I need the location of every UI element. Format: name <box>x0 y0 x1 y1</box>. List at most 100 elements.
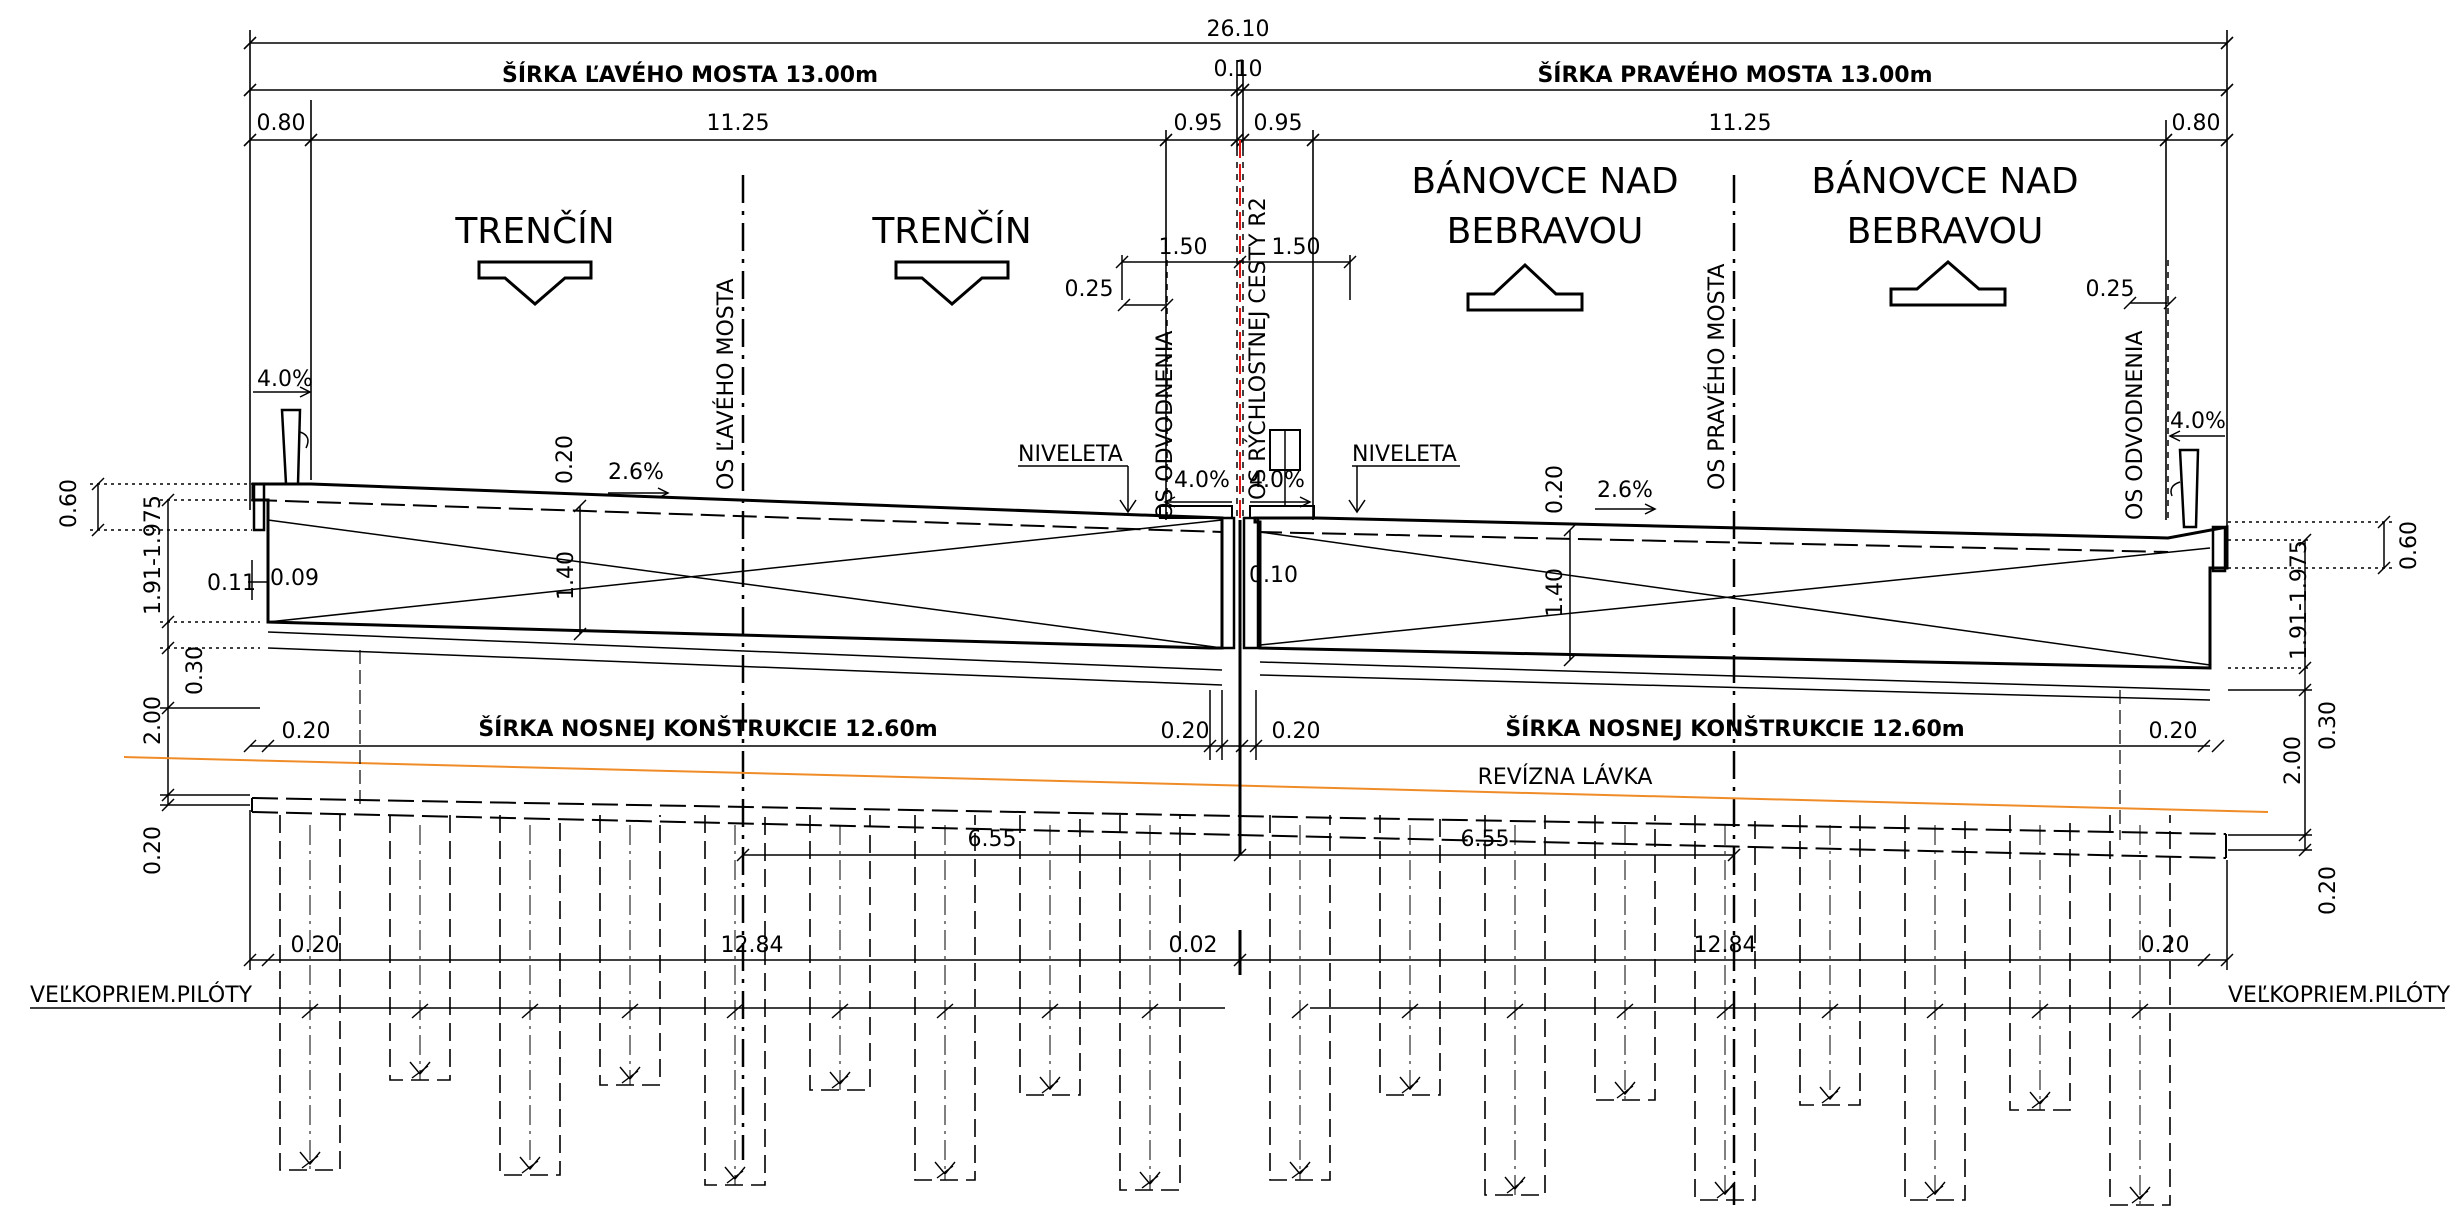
direction-label-banovce-1b: BEBRAVOU <box>1447 211 1644 252</box>
girder-depth-right: 1.40 <box>1543 568 1568 617</box>
drain-offset-right-dim: 0.25 <box>2086 277 2135 302</box>
pile-shaft <box>809 815 871 1091</box>
axis-label-road: OS RÝCHLOSTNEJ CESTY R2 <box>1245 197 1271 500</box>
pile-toe-marker <box>409 1061 431 1079</box>
overall-width-dim: 26.10 <box>1207 17 1270 42</box>
left-main-dim: 11.25 <box>707 111 770 136</box>
pile-group <box>279 815 2171 1206</box>
pile-level-tick <box>301 1003 319 1019</box>
deck-right-edge-dim: 0.20 <box>2149 719 2198 744</box>
axis-label-drain-right: OS ODVODNENIA <box>2123 331 2148 520</box>
deck-right-inner-dim: 0.20 <box>1272 719 1321 744</box>
right-main-dim: 11.25 <box>1709 111 1772 136</box>
dim-030-right: 0.30 <box>2316 701 2341 750</box>
pile-shaft <box>2009 815 2071 1111</box>
deck-width-right-label: ŠÍRKA NOSNEJ KONŠTRUKCIE 12.60m <box>1505 716 1964 742</box>
pile-shaft <box>1904 815 1966 1201</box>
depth-range-left: 1.91-1.975 <box>141 495 166 615</box>
cross-slope-right: 2.6% <box>1597 478 1653 503</box>
deck-left-edge-dim: 0.20 <box>282 719 331 744</box>
direction-label-banovce-2a: BÁNOVCE NAD <box>1811 160 2078 202</box>
cap-height-right: 0.60 <box>2397 521 2422 570</box>
pile-toe-marker <box>2029 1091 2051 1109</box>
deck-left-inner-dim: 0.20 <box>1161 719 1210 744</box>
pile-toe-marker <box>724 1166 746 1184</box>
left-inner-dim: 0.95 <box>1174 111 1223 136</box>
right-bridge-width-label: ŠÍRKA PRAVÉHO MOSTA 13.00m <box>1537 62 1932 88</box>
piles-label-right: VEĽKOPRIEM.PILÓTY <box>2228 982 2451 1008</box>
arrow-up-icon <box>1466 262 1584 312</box>
pile-level-tick <box>1716 1003 1734 1019</box>
right-edge-dim: 0.80 <box>2172 111 2221 136</box>
axis-label-right-bridge: OS PRAVÉHO MOSTA <box>1704 264 1730 490</box>
pile-level-tick <box>411 1003 429 1019</box>
pile-level-tick <box>1616 1003 1634 1019</box>
pile-shaft <box>1799 815 1861 1106</box>
piles-label-left: VEĽKOPRIEM.PILÓTY <box>30 982 253 1008</box>
left-bridge-deck <box>251 408 1236 686</box>
pile-level-tick <box>1141 1003 1159 1019</box>
pile-level-tick <box>2031 1003 2049 1019</box>
pile-level-tick <box>936 1003 954 1019</box>
bottom-center-dim: 0.02 <box>1169 933 1218 958</box>
pile-toe-marker <box>1399 1076 1421 1094</box>
pile-level-tick <box>621 1003 639 1019</box>
slope-left-outer: 4.0% <box>257 367 313 392</box>
direction-label-trencin-1: TRENČÍN <box>454 210 614 252</box>
left-bridge-width-label: ŠÍRKA ĽAVÉHO MOSTA 13.00m <box>502 62 878 88</box>
pile-toe-marker <box>1289 1161 1311 1179</box>
pile-shaft <box>1019 815 1081 1096</box>
pile-shaft <box>1594 815 1656 1101</box>
axis-label-left-bridge: OS ĽAVÉHO MOSTA <box>713 278 739 490</box>
gap-dim: 0.10 <box>1214 57 1263 82</box>
pile-toe-marker <box>1924 1181 1946 1199</box>
arrow-down-icon <box>477 260 593 306</box>
pile-toe-marker <box>1504 1176 1526 1194</box>
direction-label-banovce-1a: BÁNOVCE NAD <box>1411 160 1678 202</box>
drain-offset-left-dim: 0.25 <box>1065 277 1114 302</box>
pile-level-tick <box>1291 1003 1309 1019</box>
pile-level-tick <box>1506 1003 1524 1019</box>
direction-label-banovce-2b: BEBRAVOU <box>1847 211 2044 252</box>
dim-200-right: 2.00 <box>2281 736 2306 785</box>
pile-level-tick <box>521 1003 539 1019</box>
pile-level-tick <box>726 1003 744 1019</box>
dim-200-left: 2.00 <box>141 696 166 745</box>
deck-width-left-label: ŠÍRKA NOSNEJ KONŠTRUKCIE 12.60m <box>478 716 937 742</box>
dim-011: 0.11 <box>207 571 256 596</box>
girder-depth-left: 1.40 <box>554 551 579 600</box>
cross-slope-left: 2.6% <box>608 460 664 485</box>
pile-level-tick <box>1821 1003 1839 1019</box>
dim-020-right: 0.20 <box>2316 866 2341 915</box>
bottom-left-edge-dim: 0.20 <box>291 933 340 958</box>
niveleta-left-label: NIVELETA <box>1018 442 1123 467</box>
orange-reference-line <box>123 756 2269 813</box>
pile-shaft <box>1484 815 1546 1196</box>
arrow-up-icon <box>1889 260 2007 307</box>
axis-label-drain-left: OS ODVODNENIA <box>1153 331 1178 520</box>
pile-toe-marker <box>1139 1171 1161 1189</box>
bottom-right-edge-dim: 0.20 <box>2141 933 2190 958</box>
pile-toe-marker <box>1714 1181 1736 1199</box>
pile-level-tick <box>1926 1003 1944 1019</box>
pile-level-tick <box>831 1003 849 1019</box>
slope-right-inner: 4.0% <box>1249 468 1305 493</box>
slope-left-inner: 4.0% <box>1174 468 1230 493</box>
depth-range-right: 1.91-1.975 <box>2287 540 2312 660</box>
slab-thickness-left: 0.20 <box>553 435 578 484</box>
pile-toe-marker <box>1819 1086 1841 1104</box>
pile-toe-marker <box>2129 1186 2151 1204</box>
niveleta-right-label: NIVELETA <box>1352 442 1457 467</box>
right-inner-dim: 0.95 <box>1254 111 1303 136</box>
left-edge-dim: 0.80 <box>257 111 306 136</box>
pile-toe-marker <box>299 1151 321 1169</box>
direction-label-trencin-2: TRENČÍN <box>871 210 1031 252</box>
cap-height-left: 0.60 <box>57 479 82 528</box>
pile-toe-marker <box>1039 1076 1061 1094</box>
dim-010: 0.10 <box>1249 563 1298 588</box>
pile-shaft <box>499 815 561 1176</box>
slope-right-outer: 4.0% <box>2170 409 2226 434</box>
pile-level-tick <box>1041 1003 1059 1019</box>
pile-shaft <box>1694 815 1756 1201</box>
